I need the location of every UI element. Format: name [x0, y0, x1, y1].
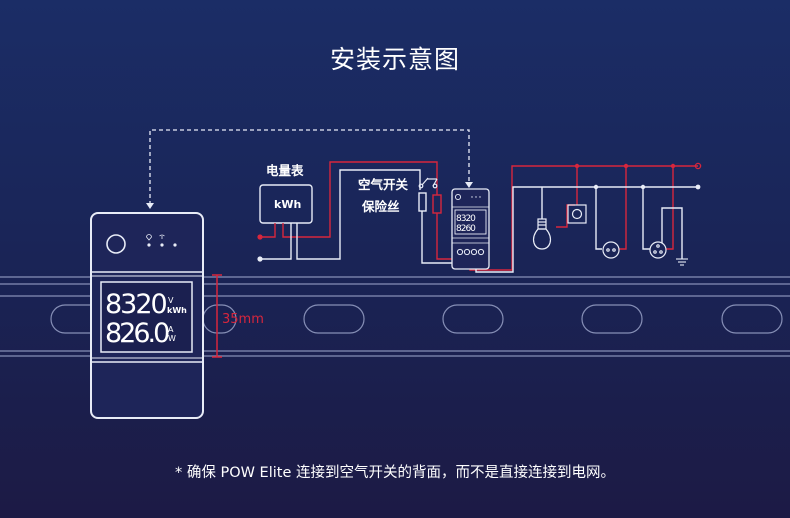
live-terminal-dot [257, 234, 263, 240]
air-switch-label: 空气开关 [358, 177, 409, 192]
mini-display-line1: 8320 [456, 214, 476, 224]
pow-elite-device: 8320 V kWh 826.0 A W [90, 212, 204, 419]
arrow-down-icon [146, 203, 154, 209]
dashed-link-arrow [149, 129, 470, 205]
display-line1-unit-v: V [168, 296, 174, 305]
two-pin-socket-icon [602, 241, 620, 259]
energy-meter-label: 电量表 [266, 163, 304, 178]
live-output-terminal [694, 162, 702, 170]
wifi-led-icon [160, 243, 164, 247]
three-pin-socket-icon [649, 241, 667, 259]
display-line2-unit-w: W [168, 334, 176, 343]
energy-meter-unit: kWh [274, 198, 301, 211]
rail-dimension [212, 274, 222, 358]
status-led-icon [147, 243, 151, 247]
power-button-icon [106, 234, 126, 254]
wall-switch-icon [567, 204, 587, 224]
led-icon [173, 243, 177, 247]
energy-meter-box [259, 184, 313, 224]
rail-width-label: 35mm [222, 312, 264, 327]
air-switch-icon [418, 177, 438, 189]
diagram-title: 安装示意图 [329, 45, 460, 74]
light-bulb-icon [532, 218, 552, 250]
ground-icon [676, 258, 688, 266]
installation-footnote: * 确保 POW Elite 连接到空气开关的背面，而不是直接连接到电网。 [174, 465, 615, 481]
display-line1-value: 8320 [105, 289, 167, 320]
fuse-label: 保险丝 [361, 199, 400, 214]
lcd-display [100, 281, 193, 353]
mini-pow-device: 8320 8260 [451, 188, 490, 270]
display-line2-unit-a: A [168, 325, 174, 334]
mini-display-line2: 8260 [456, 224, 476, 234]
display-line1-unit-kwh: kWh [167, 306, 187, 315]
arrow-down-icon [465, 182, 473, 188]
display-line2-value: 826.0 [105, 318, 169, 349]
neutral-terminal-dot [257, 256, 263, 262]
